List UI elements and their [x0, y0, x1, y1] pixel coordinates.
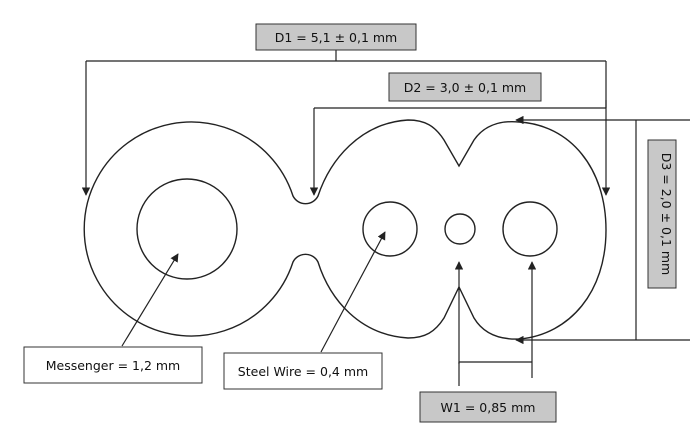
d1-label: D1 = 5,1 ± 0,1 mm	[275, 30, 398, 45]
messenger-callout: Messenger = 1,2 mm	[23, 253, 203, 384]
messenger-circle	[136, 178, 238, 280]
w1-dimension: W1 = 0,85 mm	[419, 261, 557, 423]
w1-label-box	[419, 391, 557, 423]
steel-wire-label: Steel Wire = 0,4 mm	[238, 364, 368, 379]
cable-outer-outline	[83, 119, 607, 340]
d2-label-box	[388, 72, 542, 102]
d3-dimension: D3 = 2,0 ± 0,1 mm	[515, 115, 690, 345]
d2-label: D2 = 3,0 ± 0,1 mm	[404, 80, 527, 95]
steel-wire-label-box	[223, 352, 383, 390]
messenger-label-box	[23, 346, 203, 384]
right-conductor-circle	[502, 201, 558, 257]
steel-wire-circle	[362, 201, 418, 257]
d1-label-box	[255, 23, 417, 51]
d1-dimension: D1 = 5,1 ± 0,1 mm	[81, 23, 611, 196]
d3-label-box	[647, 139, 677, 289]
w1-label: W1 = 0,85 mm	[441, 400, 536, 415]
messenger-label: Messenger = 1,2 mm	[46, 358, 181, 373]
d2-dimension: D2 = 3,0 ± 0,1 mm	[309, 72, 607, 196]
d3-label: D3 = 2,0 ± 0,1 mm	[659, 153, 674, 276]
center-small-circle	[444, 213, 476, 245]
steel-wire-callout: Steel Wire = 0,4 mm	[223, 231, 386, 390]
